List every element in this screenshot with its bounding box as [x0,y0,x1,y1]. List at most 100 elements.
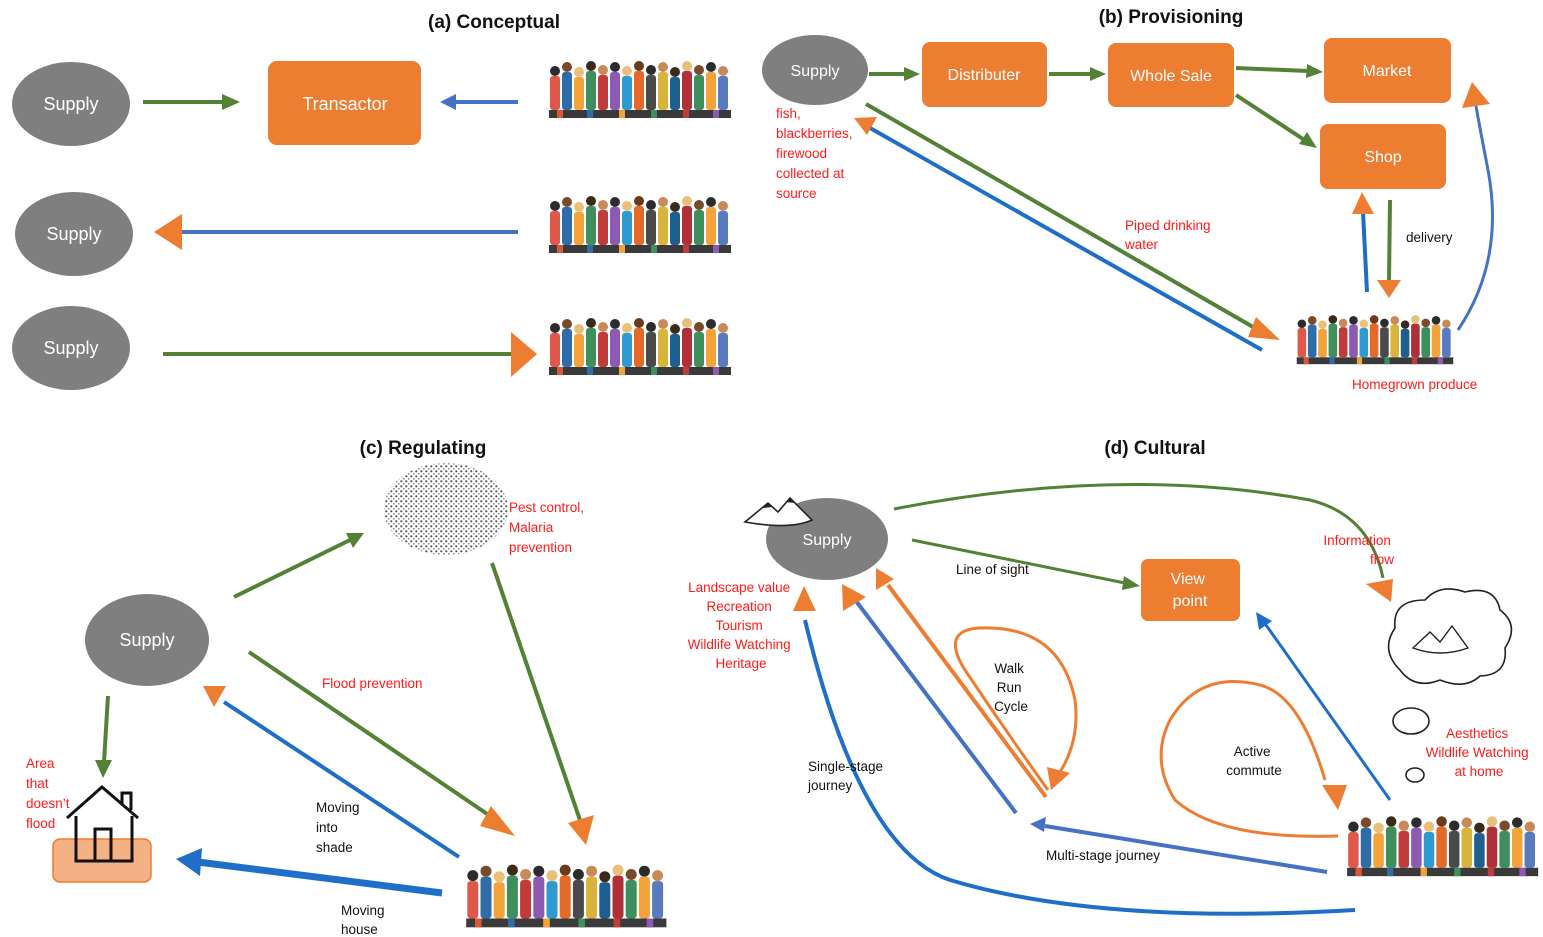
market-node [1324,38,1451,103]
flow-arrow [854,599,1018,815]
supply-label: Supply [43,94,98,114]
flow-arrow [869,126,1263,352]
flow-arrow [803,619,1356,916]
supply-label: Supply [119,630,174,650]
supply-node [762,35,868,105]
supply-node [85,594,209,686]
arrow-head [1122,576,1140,590]
arrow-head [203,686,226,707]
supply-node [12,62,130,146]
moving-into-shade-label: Moving into shade [316,800,363,855]
supply-node [15,192,133,276]
arrow-head [1306,64,1323,78]
wholesale-label: Whole Sale [1130,68,1212,85]
arrow-head [154,214,182,250]
panel-conceptual: (a) Conceptual Supply Transactor Supply … [12,12,735,390]
panel-b-title: (b) Provisioning [1099,7,1244,28]
arrow-head [904,67,920,81]
flow-arrow [954,626,1078,791]
arrow-head [568,815,594,845]
line-of-sight-label: Line of sight [956,562,1029,577]
arrow-head [346,533,364,548]
walk-run-cycle-label: Walk Run Cycle [994,661,1028,714]
panel-provisioning: (b) Provisioning Supply Distributer Whol… [762,7,1494,392]
flow-arrow [1044,824,1328,874]
flow-arrow [247,650,498,822]
distributer-label: Distributer [948,67,1022,84]
supply-label: Supply [43,338,98,358]
arrow-head [1030,817,1046,832]
cultural-values-label: Landscape value Recreation Tourism Wildl… [688,580,795,671]
thought-cloud-icon [1387,588,1513,783]
arrow-head [1377,280,1401,298]
arrow-head [1090,67,1106,81]
arrow-head [1047,767,1070,790]
active-commute-label: Active commute [1226,744,1282,778]
flow-arrow [1235,66,1309,73]
arrow-head [511,332,537,377]
people-crowd-icon [1295,315,1457,365]
wholesale-node [1108,43,1234,107]
homegrown-label: Homegrown produce [1352,377,1477,392]
flow-arrow [102,695,110,763]
single-stage-label: Single-stage journey [807,759,887,793]
source-note: fish, blackberries, firewood collected a… [776,106,856,201]
arrow-head [854,117,877,135]
flow-arrow [233,538,351,599]
flow-arrow [1387,199,1392,283]
flow-arrow [865,102,1261,333]
aesthetics-label: Aesthetics Wildlife Watching at home [1426,726,1533,779]
flow-arrow [1361,211,1369,293]
viewpoint-node [1141,559,1240,621]
distributer-node [922,42,1047,107]
arrow-head [1352,192,1374,214]
arrow-head [876,568,894,590]
people-crowd-icon [547,61,735,118]
pest-cloud-icon [384,463,508,555]
pest-label: Pest control, Malaria prevention [509,500,588,555]
arrow-head [480,806,515,836]
supply-node [12,306,130,390]
shop-label: Shop [1364,149,1401,166]
arrow-head [95,760,112,778]
flow-arrow [1159,680,1339,838]
viewpoint-label: View point [1171,571,1210,610]
flow-arrow [197,858,443,897]
flow-arrow [1264,624,1392,801]
flow-arrow [490,562,583,824]
arrow-head [1366,579,1393,602]
piped-water-label: Piped drinking water [1124,218,1214,252]
supply-label: Supply [803,532,852,549]
panel-c-title: (c) Regulating [360,438,487,459]
panel-regulating: (c) Regulating Pest control, Malaria pre… [26,438,671,937]
transactor-label: Transactor [302,94,387,114]
shop-node [1320,124,1446,189]
arrow-head [1322,785,1347,810]
arrow-head [1248,317,1280,340]
market-label: Market [1363,63,1412,80]
arrow-head [440,94,456,110]
flow-arrow [1234,93,1305,141]
delivery-label: delivery [1406,230,1453,245]
mountain-icon [743,496,814,527]
flood-prevention-label: Flood prevention [322,676,423,691]
supply-label: Supply [46,224,101,244]
arrow-head [1299,132,1317,148]
panel-cultural: (d) Cultural Supply Landscape value Recr… [688,438,1543,916]
arrow-head [842,584,866,611]
arrow-head [222,94,240,110]
arrow-head [793,586,816,611]
arrow-head [1256,612,1272,630]
panel-a-title: (a) Conceptual [428,12,560,33]
arrow-head [176,848,202,876]
people-crowd-icon [1345,816,1543,877]
panel-d-title: (d) Cultural [1104,438,1205,459]
information-flow-label: Information flow [1323,533,1394,567]
house-icon [52,785,152,883]
flow-arrow [1456,105,1494,331]
area-not-flood-label: Area that doesn’t flood [26,756,73,831]
supply-label: Supply [791,63,840,80]
arrow-head [1462,82,1490,108]
flow-arrow [886,583,1048,799]
